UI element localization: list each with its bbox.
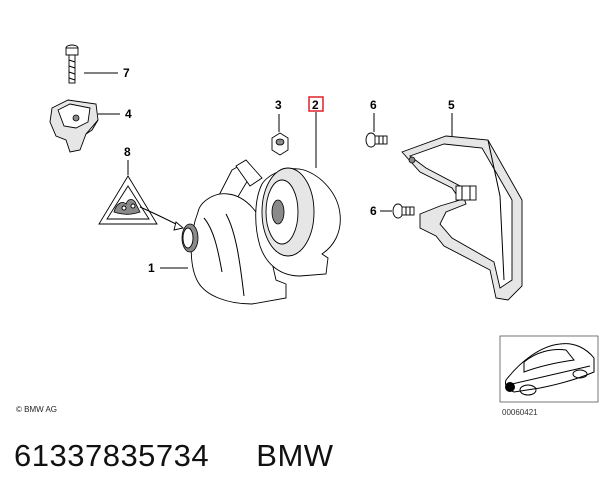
brand-name: BMW bbox=[256, 438, 334, 473]
callout-4: 4 bbox=[125, 107, 132, 121]
diagram-image-id: 00060421 bbox=[502, 408, 538, 417]
callout-8: 8 bbox=[124, 145, 131, 159]
car-location-inset bbox=[499, 335, 599, 403]
copyright-notice: © BMW AG bbox=[16, 405, 58, 414]
bracket-part-4 bbox=[49, 99, 99, 153]
screw-part-6-bottom bbox=[392, 203, 415, 219]
screw-part-6-top bbox=[365, 132, 388, 148]
warning-label-part-8 bbox=[98, 175, 158, 225]
callout-2-highlight-box bbox=[308, 96, 324, 112]
callout-3: 3 bbox=[275, 98, 282, 112]
horn-part-1 bbox=[181, 159, 287, 305]
nut-part-3 bbox=[271, 132, 289, 156]
part-number: 61337835734 bbox=[14, 438, 210, 473]
callout-7: 7 bbox=[123, 66, 130, 80]
callout-6-bottom: 6 bbox=[370, 204, 377, 218]
parts-diagram: 7 4 8 1 2 3 bbox=[49, 44, 599, 403]
bolt-part-7 bbox=[65, 44, 79, 84]
callout-2: 2 bbox=[312, 98, 319, 112]
horn-part-2 bbox=[255, 167, 341, 277]
location-marker-dot bbox=[505, 382, 515, 392]
callout-1: 1 bbox=[148, 261, 155, 275]
cover-part-5 bbox=[401, 135, 523, 301]
footer-caption: 61337835734 BMW bbox=[14, 438, 334, 474]
callout-5: 5 bbox=[448, 98, 455, 112]
callout-6-top: 6 bbox=[370, 98, 377, 112]
